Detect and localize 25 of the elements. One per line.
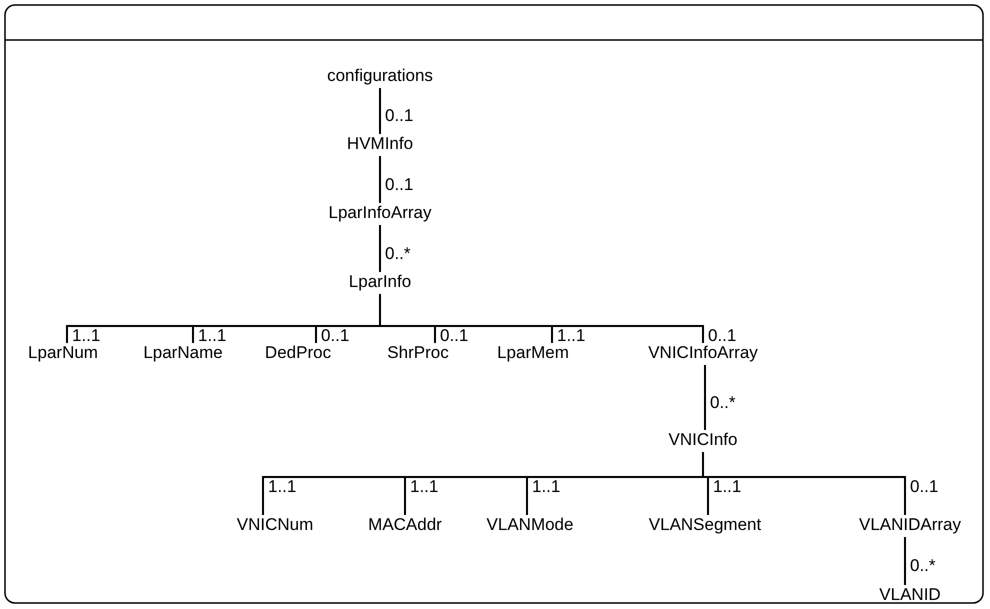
connector-line — [379, 225, 381, 272]
connector-line — [904, 537, 906, 585]
element-name: VLANMode — [486, 515, 574, 535]
multiplicity-label: 0..1 — [384, 176, 414, 194]
element-name: VNICInfoArray — [647, 343, 759, 363]
element-name: DedProc — [264, 343, 332, 363]
element-name: MACAddr — [367, 515, 443, 535]
element-name: VLANSegment — [648, 515, 762, 535]
element-name: ShrProc — [386, 343, 450, 363]
element-name: LparInfo — [348, 272, 412, 292]
connector-line — [379, 88, 381, 134]
multiplicity-label: 0..* — [384, 244, 412, 262]
element-name: LparMem — [496, 343, 570, 363]
element-name: LparName — [142, 343, 224, 363]
element-name: LparNum — [27, 343, 99, 363]
element-name: configurations — [326, 66, 434, 86]
multiplicity-label: 0..* — [709, 394, 737, 412]
element-name: HVMInfo — [346, 134, 414, 154]
element-name: VNICNum — [236, 515, 314, 535]
element-name: VLANIDArray — [858, 515, 962, 535]
connector-line — [379, 156, 381, 203]
element-name: LparInfoArray — [328, 203, 432, 223]
element-name: VLANID — [878, 585, 942, 605]
element-name: VNICInfo — [668, 430, 738, 450]
connector-line — [704, 365, 706, 430]
